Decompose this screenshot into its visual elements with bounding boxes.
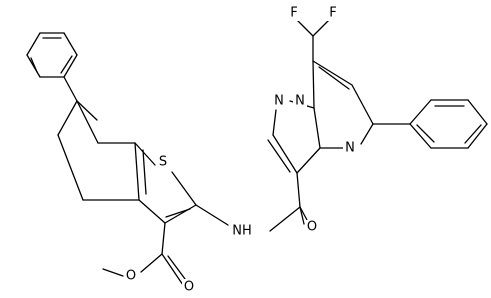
svg-text:O: O	[126, 269, 136, 284]
bond-phenyl-cyclohexene	[63, 76, 78, 102]
atom-n-pyrimidine: N	[343, 140, 357, 156]
methyl-ester-group	[102, 222, 189, 286]
atom-f2: F	[326, 6, 339, 21]
atom-nh-amide: NH	[230, 224, 254, 239]
pyrazole-ring	[267, 100, 321, 174]
svg-text:N: N	[295, 94, 305, 109]
atom-s-thiophene: S	[156, 154, 170, 171]
atom-f1: F	[288, 6, 301, 21]
atom-o-amide: O	[305, 220, 319, 235]
svg-text:N: N	[274, 94, 284, 109]
atom-n-bridge: N	[293, 94, 307, 109]
thiophene-ring	[134, 142, 197, 224]
cyclohexene-ring	[57, 100, 140, 201]
svg-text:F: F	[329, 6, 336, 21]
svg-text:O: O	[307, 220, 317, 235]
atom-o-ester-single: O	[124, 268, 138, 284]
phenyl-ring-left	[26, 32, 78, 78]
svg-text:NH: NH	[232, 224, 252, 239]
svg-text:F: F	[290, 6, 297, 21]
svg-text:O: O	[184, 280, 194, 295]
atom-n-pyrazole: N	[272, 94, 286, 109]
difluoromethyl-group	[294, 17, 332, 62]
svg-text:N: N	[345, 141, 355, 156]
pyrimidine-ring	[312, 60, 374, 149]
svg-text:S: S	[159, 155, 167, 170]
amide-linker	[195, 172, 308, 232]
phenyl-ring-right	[372, 99, 488, 149]
atom-o-ester-double: O	[182, 279, 196, 295]
